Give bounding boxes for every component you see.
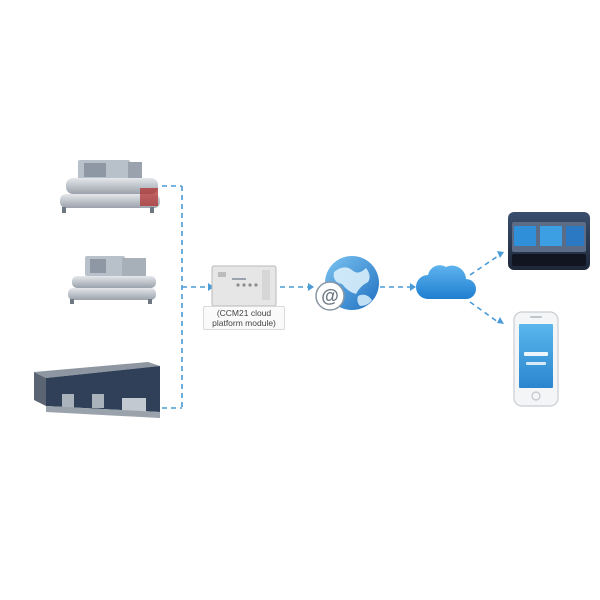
internet-globe-icon: @ [315,256,379,311]
cloud-to-phone [469,301,499,323]
smartphone-icon [513,311,559,407]
arrowheads [208,251,504,324]
module-label-line1: (CCM21 cloud [216,308,272,318]
arrowhead-module [208,283,214,291]
connector-lines [162,185,499,409]
svg-text:@: @ [321,286,339,306]
cloud-to-panel [469,255,499,276]
arrowhead-phone [497,317,504,324]
module-label-line2: platform module) [212,318,276,328]
chiller-icon [60,160,160,213]
chiller-icon [68,256,156,304]
cloud-icon [416,265,476,299]
air-cooled-unit-icon [34,362,160,418]
touch-panel-icon [508,212,590,270]
arrowhead-internet [308,283,314,291]
arrowhead-cloud [410,283,416,291]
arrowhead-panel [497,251,504,258]
module-box-icon [211,265,277,307]
module-label: (CCM21 cloud platform module) [203,306,285,330]
